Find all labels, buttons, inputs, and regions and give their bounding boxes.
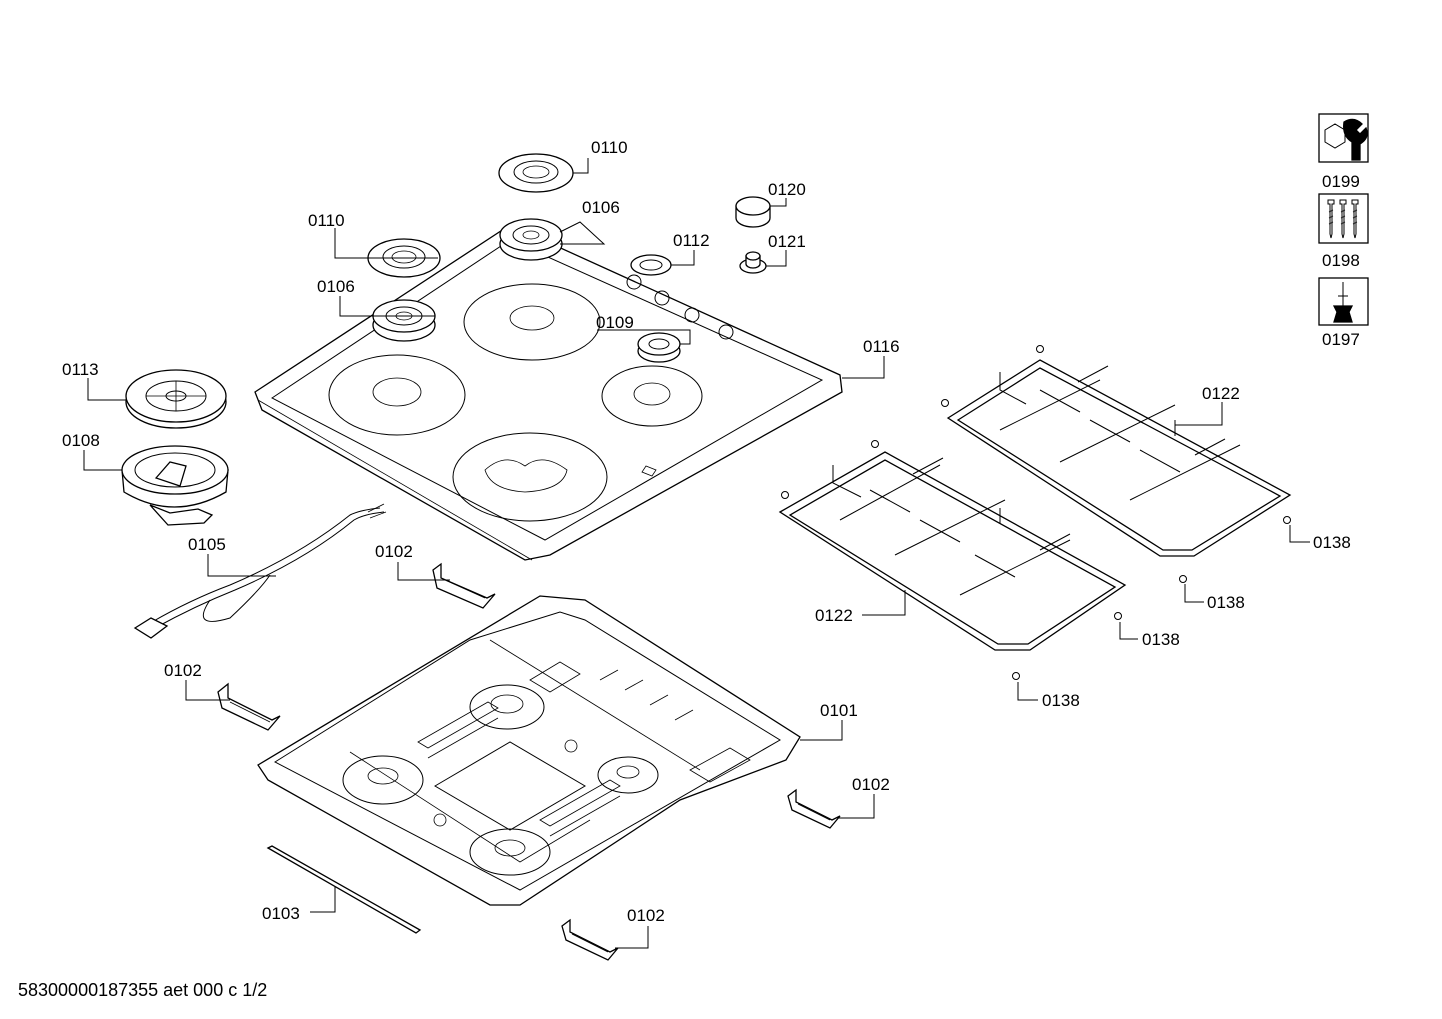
label-0122-left: 0122 [815, 606, 853, 625]
burner-cap-0113[interactable] [125, 369, 227, 429]
burner-base-0108[interactable] [121, 445, 229, 526]
knob-bezel-0121[interactable] [739, 251, 767, 274]
bracket-0102-b[interactable] [217, 682, 281, 731]
label-0138-d: 0138 [1042, 691, 1080, 710]
label-0110-left: 0110 [308, 211, 345, 230]
tool-label-0198: 0198 [1322, 251, 1360, 270]
seal-strip-0103[interactable] [266, 845, 422, 934]
pan-support-0122-left[interactable] [778, 451, 1127, 651]
tool-icon-screwdriver [1318, 277, 1369, 326]
label-0106-top: 0106 [582, 198, 620, 217]
hob-top-plate[interactable] [254, 224, 843, 561]
burner-head-0106-left[interactable] [372, 299, 436, 342]
seal-ring-0112[interactable] [630, 254, 672, 276]
knob-0120[interactable] [735, 196, 771, 228]
label-0103: 0103 [262, 904, 300, 923]
burner-cap-0110-top[interactable] [498, 153, 574, 193]
label-0110-top: 0110 [591, 138, 628, 157]
document-id: 58300000187355 aet 000 c 1/2 [18, 980, 268, 1000]
label-0122-right: 0122 [1202, 384, 1240, 403]
bracket-0102-d[interactable] [561, 918, 619, 961]
label-0102-d: 0102 [627, 906, 665, 925]
label-0121: 0121 [768, 232, 806, 251]
leader-lines [83, 158, 1310, 949]
label-0138-a: 0138 [1313, 533, 1351, 552]
label-0106-left: 0106 [317, 277, 355, 296]
tool-label-0199: 0199 [1322, 172, 1360, 191]
cable-0105[interactable] [133, 503, 387, 639]
label-0101: 0101 [820, 701, 858, 720]
label-0138-c: 0138 [1142, 630, 1180, 649]
label-0138-b: 0138 [1207, 593, 1245, 612]
label-0113: 0113 [62, 360, 99, 379]
label-0116: 0116 [863, 337, 900, 356]
label-0108: 0108 [62, 431, 100, 450]
pan-support-0122-right[interactable] [946, 359, 1292, 557]
label-0120: 0120 [768, 180, 806, 199]
tool-label-0197: 0197 [1322, 330, 1360, 349]
label-0102-c: 0102 [852, 775, 890, 794]
label-0112: 0112 [673, 231, 710, 250]
tool-icon-screws [1318, 193, 1369, 244]
label-0109: 0109 [596, 313, 634, 332]
tool-icon-wrench [1318, 113, 1369, 163]
label-0105: 0105 [188, 535, 226, 554]
base-tray-0101[interactable] [257, 595, 801, 906]
part-labels: 0110 0106 0120 0112 0121 0110 0106 0109 … [62, 138, 1360, 925]
rubber-foot-group [781, 345, 1291, 680]
label-0102-b: 0102 [164, 661, 202, 680]
bracket-0102-c[interactable] [787, 788, 841, 829]
burner-head-0106-top[interactable] [499, 218, 563, 261]
label-0102-a: 0102 [375, 542, 413, 561]
burner-head-0109[interactable] [637, 332, 681, 363]
bracket-0102-a[interactable] [432, 562, 496, 609]
